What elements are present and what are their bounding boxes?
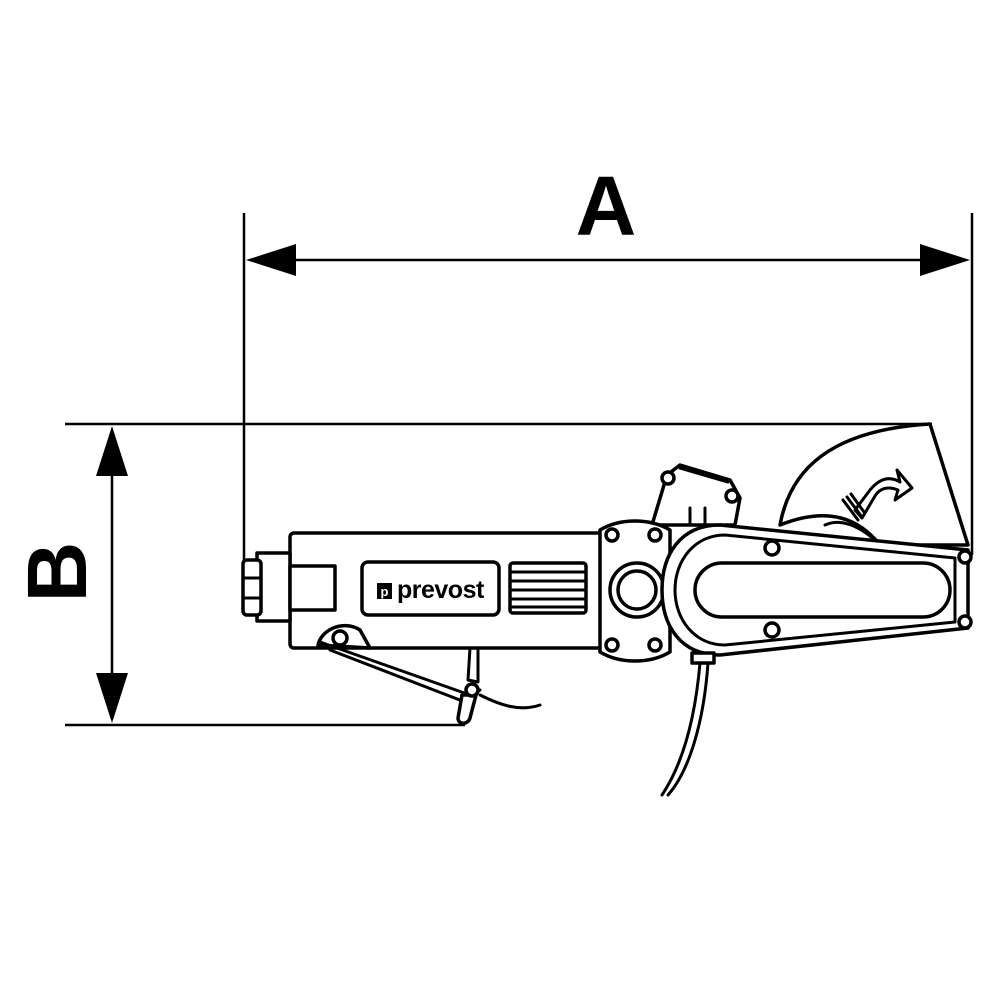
brand-logo-mark-icon bbox=[377, 583, 392, 599]
inlet-nut bbox=[241, 558, 263, 617]
dimension-a-label: A bbox=[576, 159, 637, 253]
exhaust-hose bbox=[660, 661, 702, 797]
exhaust-fitting bbox=[690, 651, 716, 665]
dimension-b: B bbox=[10, 422, 932, 727]
throttle-lever bbox=[318, 640, 482, 697]
arrowhead-left-icon bbox=[246, 244, 296, 276]
guard-grip-lines bbox=[841, 492, 866, 522]
belt-sander-tool: p prevost bbox=[241, 422, 973, 797]
end-cap bbox=[288, 564, 337, 612]
arrowhead-down-icon bbox=[96, 673, 128, 723]
arrowhead-right-icon bbox=[920, 244, 970, 276]
dimension-b-label: B bbox=[10, 542, 104, 603]
brand-logo-mark: p bbox=[381, 584, 389, 599]
brand-plate bbox=[360, 560, 501, 617]
rotation-arrow-icon bbox=[853, 468, 914, 520]
brand-logo-text: prevost bbox=[397, 576, 485, 604]
dimension-a: A bbox=[242, 159, 974, 565]
arrowhead-up-icon bbox=[96, 426, 128, 476]
air-vents bbox=[508, 561, 588, 615]
safety-latch bbox=[456, 693, 478, 725]
belt-slot bbox=[693, 561, 952, 619]
